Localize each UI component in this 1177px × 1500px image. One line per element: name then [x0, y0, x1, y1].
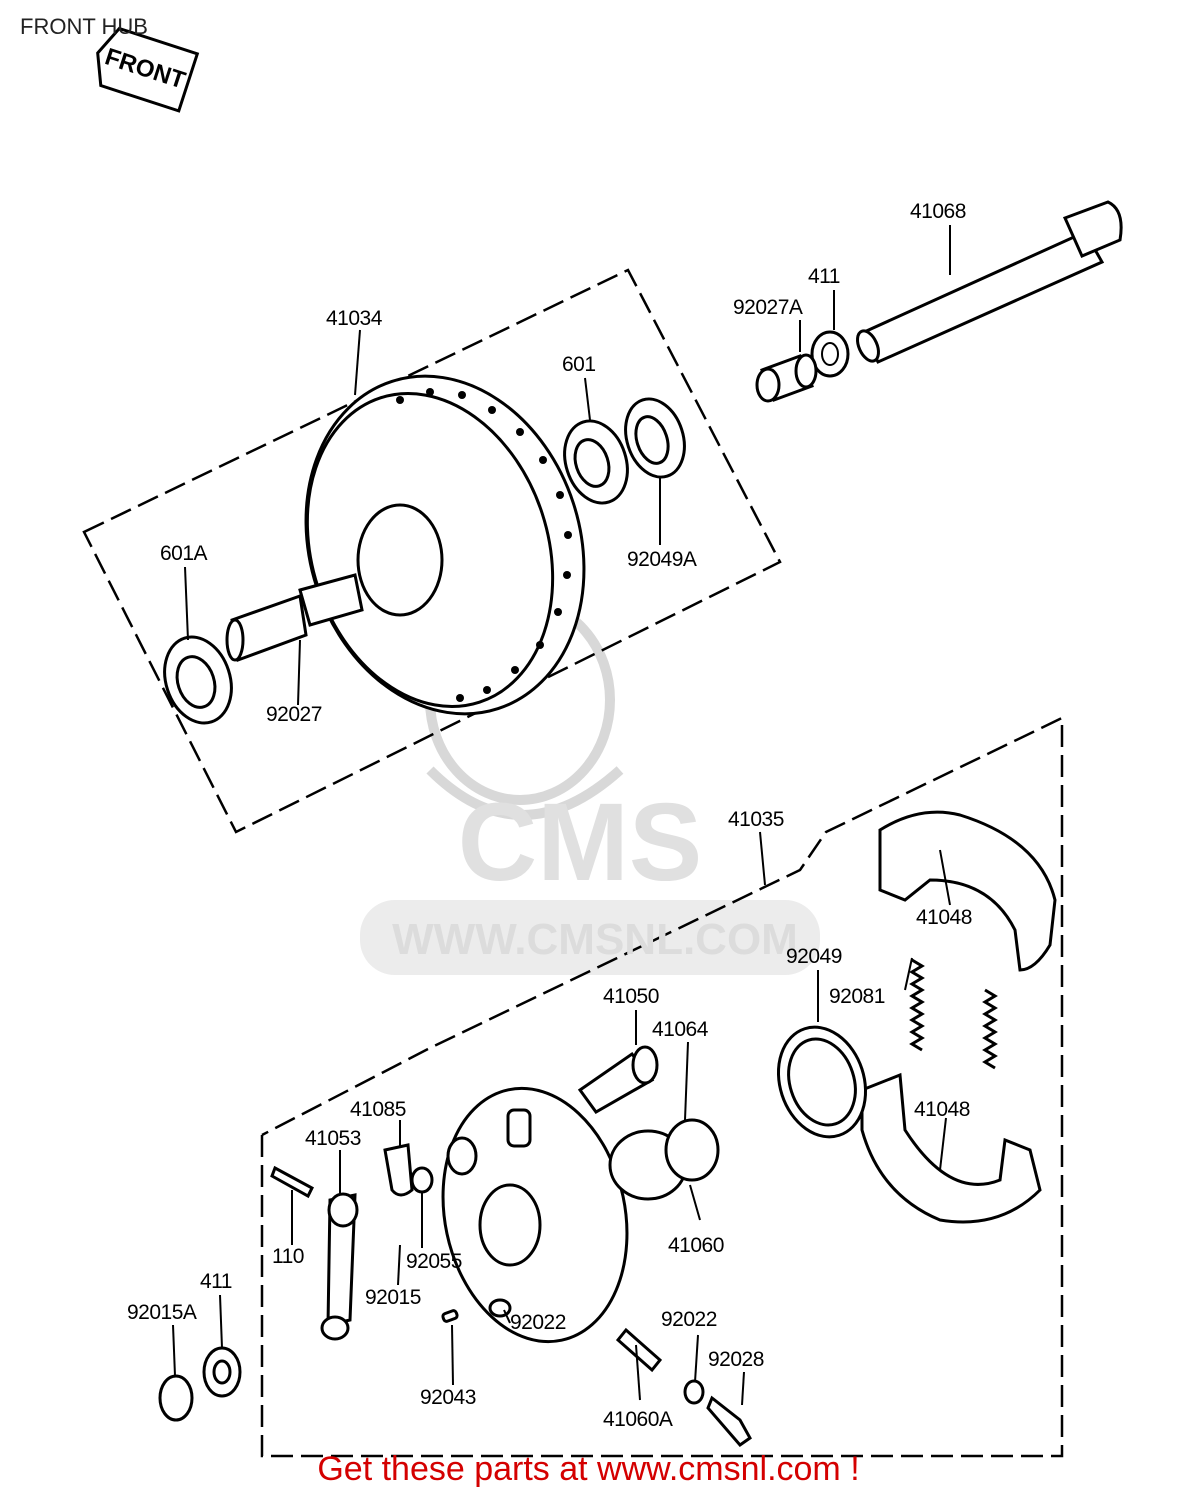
seal-92049a[interactable] — [616, 391, 694, 484]
part-label-41050[interactable]: 41050 — [603, 985, 659, 1008]
part-label-92022-right[interactable]: 92022 — [661, 1308, 717, 1331]
brake-panel[interactable] — [420, 1071, 649, 1359]
pin-92043[interactable] — [441, 1309, 459, 1323]
fitting-92028[interactable] — [706, 1395, 752, 1448]
hub-drillings — [396, 388, 572, 702]
part-label-41060[interactable]: 41060 — [668, 1234, 724, 1257]
part-label-92028[interactable]: 92028 — [708, 1348, 764, 1371]
lever-41053[interactable] — [320, 1192, 359, 1341]
part-label-41068[interactable]: 41068 — [910, 200, 966, 223]
part-label-92022-left[interactable]: 92022 — [510, 1311, 566, 1334]
collar-92027a[interactable] — [755, 353, 818, 403]
cam-41050[interactable] — [577, 1045, 659, 1114]
watermark-url: WWW.CMSNL.COM — [392, 915, 798, 964]
part-label-92049[interactable]: 92049 — [786, 945, 842, 968]
page-title: FRONT HUB — [20, 14, 148, 39]
part-label-92015a[interactable]: 92015A — [127, 1301, 197, 1324]
part-label-41035[interactable]: 41035 — [728, 808, 784, 831]
shaft-41060a[interactable] — [615, 1327, 663, 1373]
brake-shoe-41048-upper[interactable] — [878, 810, 1057, 972]
bolt-110[interactable] — [270, 1165, 314, 1199]
seal-92049[interactable] — [765, 1016, 879, 1148]
part-label-110[interactable]: 110 — [272, 1245, 304, 1268]
part-label-92049a[interactable]: 92049A — [627, 548, 697, 571]
part-label-92055[interactable]: 92055 — [406, 1250, 462, 1273]
footer-cta-link[interactable]: Get these parts at www.cmsnl.com ! — [317, 1450, 860, 1488]
indicator-41085[interactable] — [383, 1143, 434, 1197]
washer-92022[interactable] — [488, 1298, 705, 1405]
part-label-41085[interactable]: 41085 — [350, 1098, 406, 1121]
part-label-41053[interactable]: 41053 — [305, 1127, 361, 1150]
watermark-brand: CMS — [458, 781, 702, 904]
part-label-92015[interactable]: 92015 — [365, 1286, 421, 1309]
part-label-411-bottom[interactable]: 411 — [200, 1270, 232, 1293]
bearing-601[interactable] — [554, 413, 637, 511]
part-label-92027[interactable]: 92027 — [266, 703, 322, 726]
part-label-41048-lower[interactable]: 41048 — [914, 1098, 970, 1121]
washer-411-bottom[interactable] — [202, 1346, 242, 1398]
part-label-601a[interactable]: 601A — [160, 542, 208, 565]
hub-41034[interactable] — [225, 340, 627, 751]
leader-lines — [172, 225, 951, 1406]
part-label-41034[interactable]: 41034 — [326, 307, 382, 330]
nut-92015a[interactable] — [158, 1374, 194, 1422]
gear-41060[interactable] — [608, 1118, 720, 1201]
part-label-411-top[interactable]: 411 — [808, 265, 840, 288]
brake-shoe-41048-lower[interactable] — [860, 1072, 1042, 1224]
part-label-92081[interactable]: 92081 — [829, 985, 885, 1008]
spring-92081[interactable] — [909, 958, 998, 1070]
part-label-92043[interactable]: 92043 — [420, 1386, 476, 1409]
part-label-41064[interactable]: 41064 — [652, 1018, 708, 1041]
axle-41068[interactable] — [853, 200, 1123, 364]
part-label-41060a[interactable]: 41060A — [603, 1408, 673, 1431]
hub-group-box — [82, 268, 782, 834]
brake-group-box — [260, 716, 1064, 1458]
front-direction-tag: FRONT — [96, 26, 200, 113]
bearing-601a[interactable] — [154, 628, 242, 731]
part-label-92027a[interactable]: 92027A — [733, 296, 803, 319]
part-label-41048-upper[interactable]: 41048 — [916, 906, 972, 929]
part-label-601[interactable]: 601 — [562, 353, 596, 376]
